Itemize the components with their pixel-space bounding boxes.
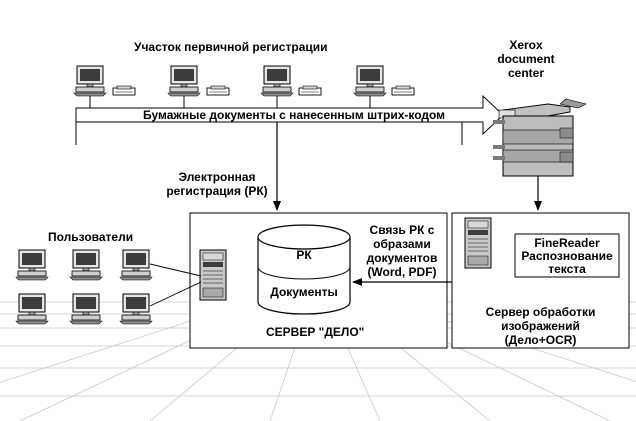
finereader-box [514,233,620,278]
paper-documents-label: Бумажные документы с нанесенным штрих-ко… [143,108,446,122]
paper-documents-arrow [75,94,504,136]
rk-label: РК [296,248,312,262]
registration-area-label: Участок первичной регистрации [134,40,328,54]
image-server-label-line3: (Дело+OCR) [504,333,577,347]
electronic-registration-label-line2: регистрация (РК) [166,184,268,198]
users-label: Пользователи [48,230,134,244]
image-server-label-line1: Сервер обработки [485,305,596,319]
documents-label: Документы [270,285,338,299]
link-label-line2: образами [373,237,431,251]
workstation-2 [167,65,230,97]
ocr-server-tower [464,217,492,269]
workstation-4 [353,65,415,97]
delo-server-tower [199,249,227,301]
database-cylinder [257,224,351,315]
finereader-label-line3: текста [548,262,586,276]
user-workstations [15,249,153,325]
workstation-3 [260,65,322,97]
workstation-1 [73,65,136,97]
electronic-registration-label-line1: Электронная [178,170,256,184]
xerox-label-line2: document [497,52,555,66]
finereader-label-line2: Распознование [521,249,613,263]
finereader-label-line1: FineReader [534,236,600,250]
link-label-line3: документов [366,251,438,265]
workstation-connectors [89,96,371,108]
server-delo-label: СЕРВЕР "ДЕЛО" [266,325,365,339]
link-label-line4: (Word, PDF) [367,265,437,279]
user-connections [149,263,202,307]
image-server-label-line2: изображений [501,319,580,333]
xerox-device [493,98,587,177]
xerox-label-line3: center [507,66,545,80]
link-label-line1: Связь РК с [369,223,435,237]
xerox-label-line1: Xerox [509,38,543,52]
